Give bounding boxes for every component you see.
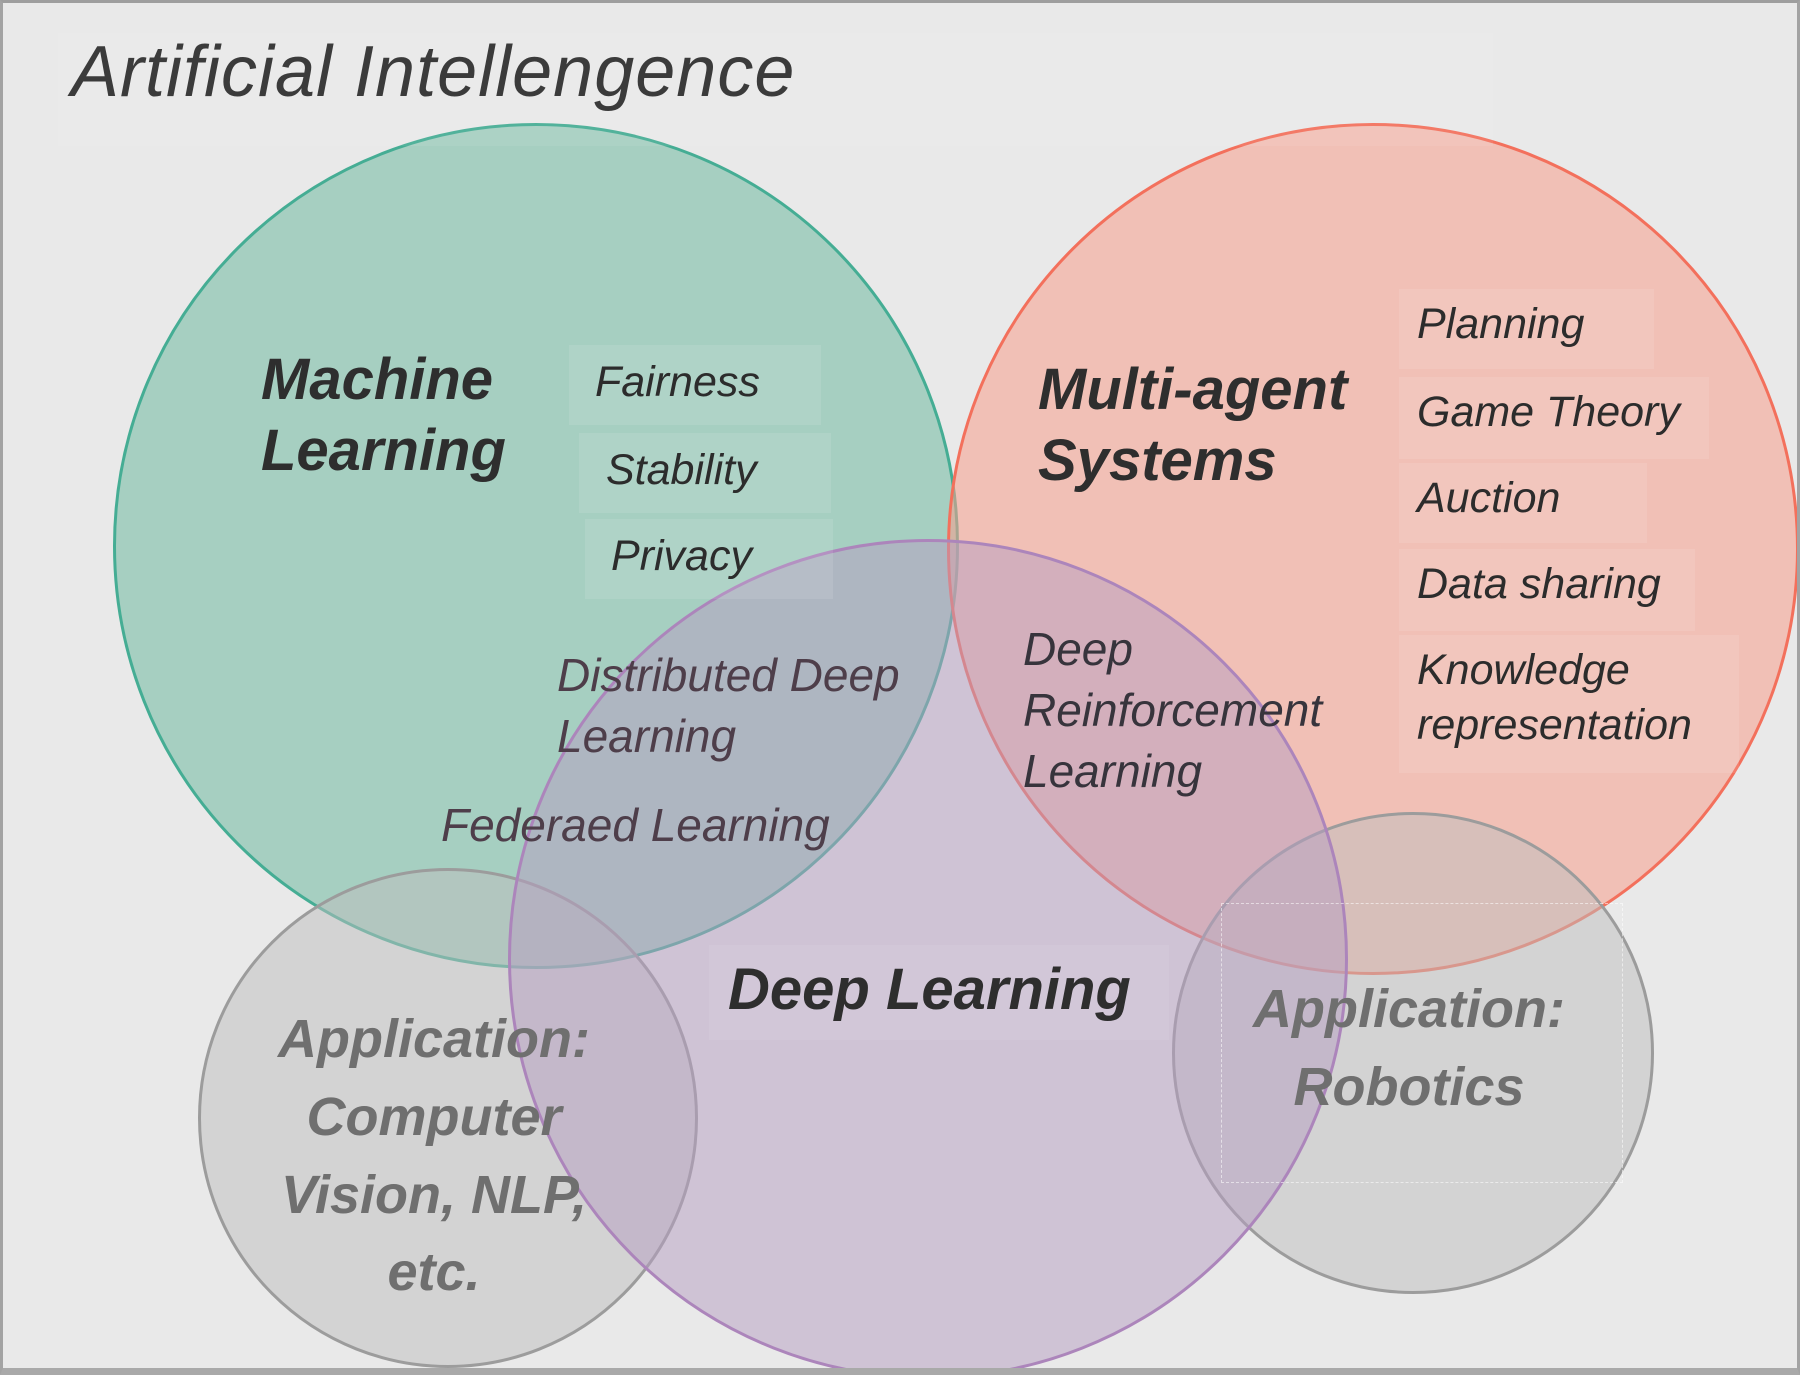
textbox-outline-ghost <box>1221 903 1623 1183</box>
textbox-ghost <box>1399 635 1739 773</box>
overlap-item-federated-learning: Federaed Learning <box>441 799 830 851</box>
deep-learning-circle <box>508 539 1348 1368</box>
application-cv-nlp-label: Application: Computer Vision, NLP, etc. <box>278 1009 590 1303</box>
machine-learning-label: Machine Learning <box>261 347 506 483</box>
textbox-ghost <box>579 433 831 513</box>
textbox-ghost <box>1399 463 1647 543</box>
textbox-ghost <box>585 519 833 599</box>
ml-item-stability: Stability <box>606 446 757 494</box>
deep-learning-label: Deep Learning <box>728 957 1131 1022</box>
overlap-item-deep-reinforcement-learning: Deep Reinforcement Learning <box>1023 623 1323 798</box>
textbox-ghost <box>709 945 1169 1040</box>
mas-item-knowledge-representation: Knowledge representation <box>1417 646 1692 749</box>
textbox-ghost <box>1399 289 1654 369</box>
mas-item-game-theory: Game Theory <box>1417 388 1680 436</box>
mas-item-data-sharing: Data sharing <box>1417 560 1661 608</box>
mas-item-auction: Auction <box>1417 474 1561 522</box>
diagram-title: Artificial Intellengence <box>71 32 796 112</box>
textbox-ghost <box>1399 549 1695 631</box>
multi-agent-systems-label: Multi-agent Systems <box>1038 357 1348 493</box>
title-textbox-ghost <box>58 33 1493 146</box>
overlap-item-distributed-deep-learning: Distributed Deep Learning <box>557 649 900 763</box>
textbox-ghost <box>569 345 821 425</box>
mas-item-planning: Planning <box>1417 300 1585 348</box>
ml-item-privacy: Privacy <box>611 532 752 580</box>
ml-item-fairness: Fairness <box>595 358 760 406</box>
textbox-ghost <box>1399 377 1709 459</box>
application-robotics-label: Application: Robotics <box>1253 979 1565 1117</box>
